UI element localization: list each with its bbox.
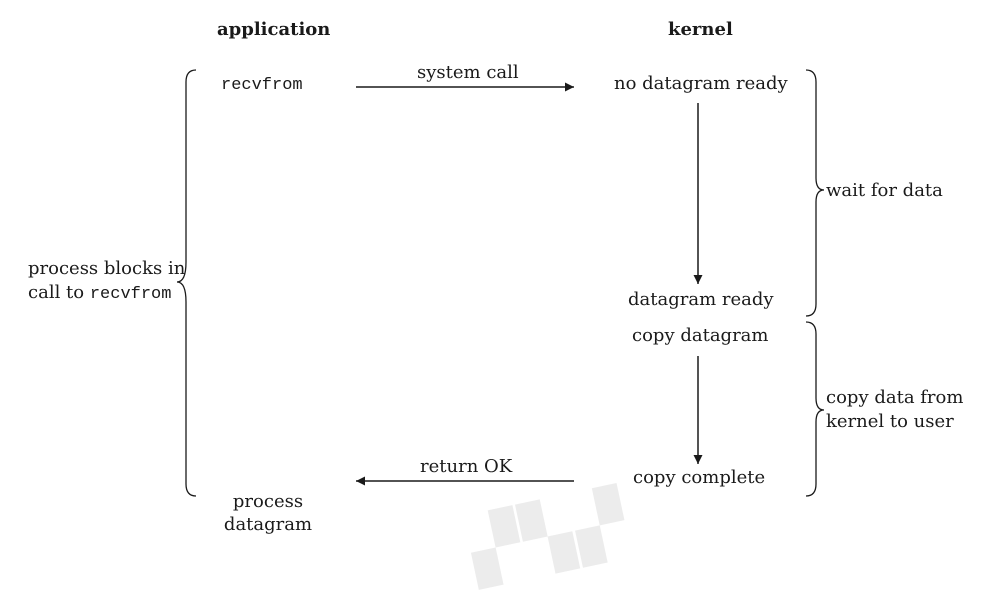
process-datagram-label: process datagram	[218, 491, 318, 536]
datagram-ready-label: datagram ready	[628, 289, 774, 310]
copy-complete-label: copy complete	[633, 467, 766, 488]
copy-datagram-label: copy datagram	[632, 325, 769, 346]
wait-for-data-brace	[805, 69, 825, 317]
process-blocks-line2: call to recvfrom	[28, 282, 185, 306]
return-ok-label: return OK	[420, 456, 513, 477]
recvfrom-call: recvfrom	[221, 76, 303, 95]
process-blocks-line2-code: recvfrom	[89, 285, 172, 304]
copy-data-line1: copy data from	[826, 387, 964, 408]
no-datagram-ready-label: no datagram ready	[614, 73, 788, 94]
process-datagram-line1: process	[232, 491, 304, 512]
copy-data-brace	[805, 321, 825, 497]
application-header: application	[217, 19, 331, 40]
system-call-label: system call	[417, 62, 519, 83]
wait-for-data-label: wait for data	[826, 180, 943, 201]
kernel-header: kernel	[668, 19, 733, 40]
process-blocks-label: process blocks in call to recvfrom	[28, 258, 185, 306]
copy-data-line2: kernel to user	[826, 411, 954, 432]
process-blocks-line2-text: call to	[28, 282, 90, 303]
copy-data-label: copy data from kernel to user	[826, 387, 963, 433]
process-blocks-brace	[176, 69, 197, 497]
process-blocks-line1: process blocks in	[28, 258, 186, 279]
diagram-canvas	[176, 69, 825, 497]
process-datagram-line2: datagram	[223, 514, 313, 535]
